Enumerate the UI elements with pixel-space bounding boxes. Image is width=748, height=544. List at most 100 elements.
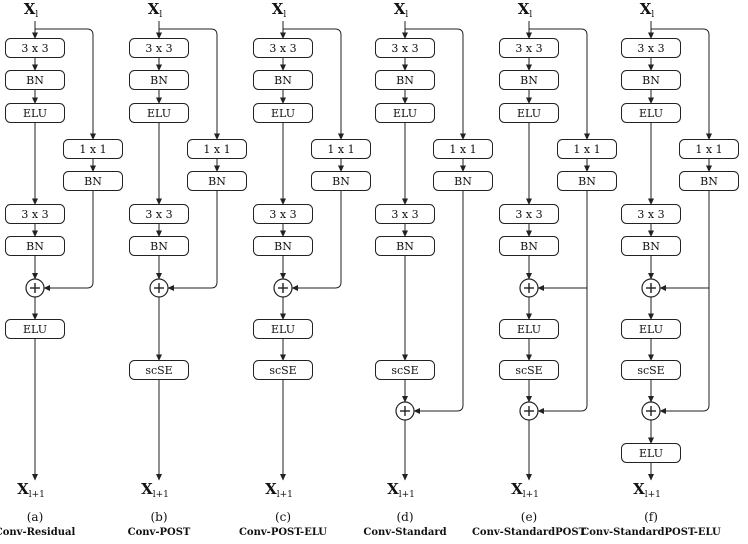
shortcut-branch-edge xyxy=(159,28,220,140)
conv3-block-label: 3 x 3 xyxy=(637,208,664,221)
elu-block: ELU xyxy=(253,319,313,339)
bn-block-label: BN xyxy=(150,74,168,87)
bn-block-label: BN xyxy=(642,240,660,253)
input-variable: Xl xyxy=(518,0,533,20)
bn-block: BN xyxy=(253,70,313,90)
elu-block-label: ELU xyxy=(639,323,663,336)
elu-block: ELU xyxy=(253,103,313,123)
conv3-block: 3 x 3 xyxy=(499,204,559,224)
shortcut-bn-block: BN xyxy=(433,171,493,191)
scse-block-label: scSE xyxy=(391,364,418,377)
bn-block-label: BN xyxy=(26,240,44,253)
elu-block: ELU xyxy=(129,103,189,123)
shortcut-branch-edge xyxy=(283,28,344,140)
bn-block: BN xyxy=(499,236,559,256)
bn-block: BN xyxy=(5,236,65,256)
input-variable: Xl xyxy=(24,0,39,20)
elu-block-label: ELU xyxy=(147,107,171,120)
bn-block-label: BN xyxy=(274,240,292,253)
elu-block-label: ELU xyxy=(23,107,47,120)
shortcut-join-edge xyxy=(537,190,588,414)
input-variable: Xl xyxy=(394,0,409,20)
shortcut-join-edge xyxy=(167,190,218,291)
conv3-block-label: 3 x 3 xyxy=(515,208,542,221)
shortcut-bn-block-label: BN xyxy=(454,175,472,188)
panel-letter: (a) xyxy=(27,510,44,524)
conv3-block: 3 x 3 xyxy=(5,204,65,224)
shortcut-join-edge xyxy=(413,190,464,414)
elu-block-label: ELU xyxy=(639,107,663,120)
elu-block-label: ELU xyxy=(517,107,541,120)
add-node xyxy=(25,278,45,298)
conv3-block: 3 x 3 xyxy=(253,204,313,224)
scse-block: scSE xyxy=(375,360,435,380)
shortcut-conv1-block-label: 1 x 1 xyxy=(449,143,476,156)
shortcut-bn-block: BN xyxy=(311,171,371,191)
conv3-block: 3 x 3 xyxy=(5,38,65,58)
output-variable: Xl+1 xyxy=(265,480,293,500)
bn-block-label: BN xyxy=(26,74,44,87)
bn-block-label: BN xyxy=(520,240,538,253)
conv3-block-label: 3 x 3 xyxy=(21,42,48,55)
scse-block-label: scSE xyxy=(637,364,664,377)
bn-block: BN xyxy=(621,236,681,256)
scse-block-label: scSE xyxy=(515,364,542,377)
shortcut-bn-block-label: BN xyxy=(332,175,350,188)
bn-block-label: BN xyxy=(520,74,538,87)
bn-block-label: BN xyxy=(396,240,414,253)
elu-block: ELU xyxy=(621,103,681,123)
shortcut-bn-block-label: BN xyxy=(208,175,226,188)
shortcut-conv1-block: 1 x 1 xyxy=(311,139,371,159)
add-node xyxy=(641,401,661,421)
shortcut-branch-edge xyxy=(405,28,466,140)
conv3-block: 3 x 3 xyxy=(621,38,681,58)
elu-block: ELU xyxy=(621,319,681,339)
elu-block-label: ELU xyxy=(393,107,417,120)
shortcut-conv1-block-label: 1 x 1 xyxy=(79,143,106,156)
output-variable: Xl+1 xyxy=(141,480,169,500)
panel-name: Conv-StandardPOST-ELU xyxy=(581,527,721,538)
conv3-block: 3 x 3 xyxy=(375,204,435,224)
bn-block-label: BN xyxy=(396,74,414,87)
add-node xyxy=(149,278,169,298)
panel-letter: (d) xyxy=(396,510,413,524)
input-variable: Xl xyxy=(148,0,163,20)
elu-block: ELU xyxy=(621,443,681,463)
conv3-block-label: 3 x 3 xyxy=(269,42,296,55)
elu-block: ELU xyxy=(499,319,559,339)
panel-name: Conv-Standard xyxy=(363,527,446,538)
bn-block-label: BN xyxy=(150,240,168,253)
add-node xyxy=(273,278,293,298)
shortcut-branch-edge xyxy=(651,28,712,140)
elu-block: ELU xyxy=(5,319,65,339)
shortcut-branch-edge xyxy=(35,28,96,140)
panel-name: Conv-POST-ELU xyxy=(239,527,327,538)
add-node xyxy=(519,401,539,421)
bn-block-label: BN xyxy=(642,74,660,87)
bn-block: BN xyxy=(5,70,65,90)
shortcut-bn-block: BN xyxy=(679,171,739,191)
conv3-block-label: 3 x 3 xyxy=(269,208,296,221)
input-variable: Xl xyxy=(640,0,655,20)
scse-block: scSE xyxy=(253,360,313,380)
shortcut-bn-block: BN xyxy=(63,171,123,191)
conv3-block-label: 3 x 3 xyxy=(21,208,48,221)
panel-name: Conv-Residual xyxy=(0,527,75,538)
panel-name: Conv-POST xyxy=(128,527,191,538)
shortcut-conv1-block: 1 x 1 xyxy=(63,139,123,159)
scse-block-label: scSE xyxy=(145,364,172,377)
shortcut-join-edge xyxy=(291,190,342,291)
output-variable: Xl+1 xyxy=(633,480,661,500)
bn-block: BN xyxy=(621,70,681,90)
output-variable: Xl+1 xyxy=(17,480,45,500)
conv3-block: 3 x 3 xyxy=(253,38,313,58)
elu-block: ELU xyxy=(5,103,65,123)
conv3-block-label: 3 x 3 xyxy=(145,208,172,221)
shortcut-join-edge xyxy=(659,190,710,414)
shortcut-conv1-block-label: 1 x 1 xyxy=(573,143,600,156)
shortcut-conv1-block: 1 x 1 xyxy=(433,139,493,159)
conv3-block-label: 3 x 3 xyxy=(391,208,418,221)
